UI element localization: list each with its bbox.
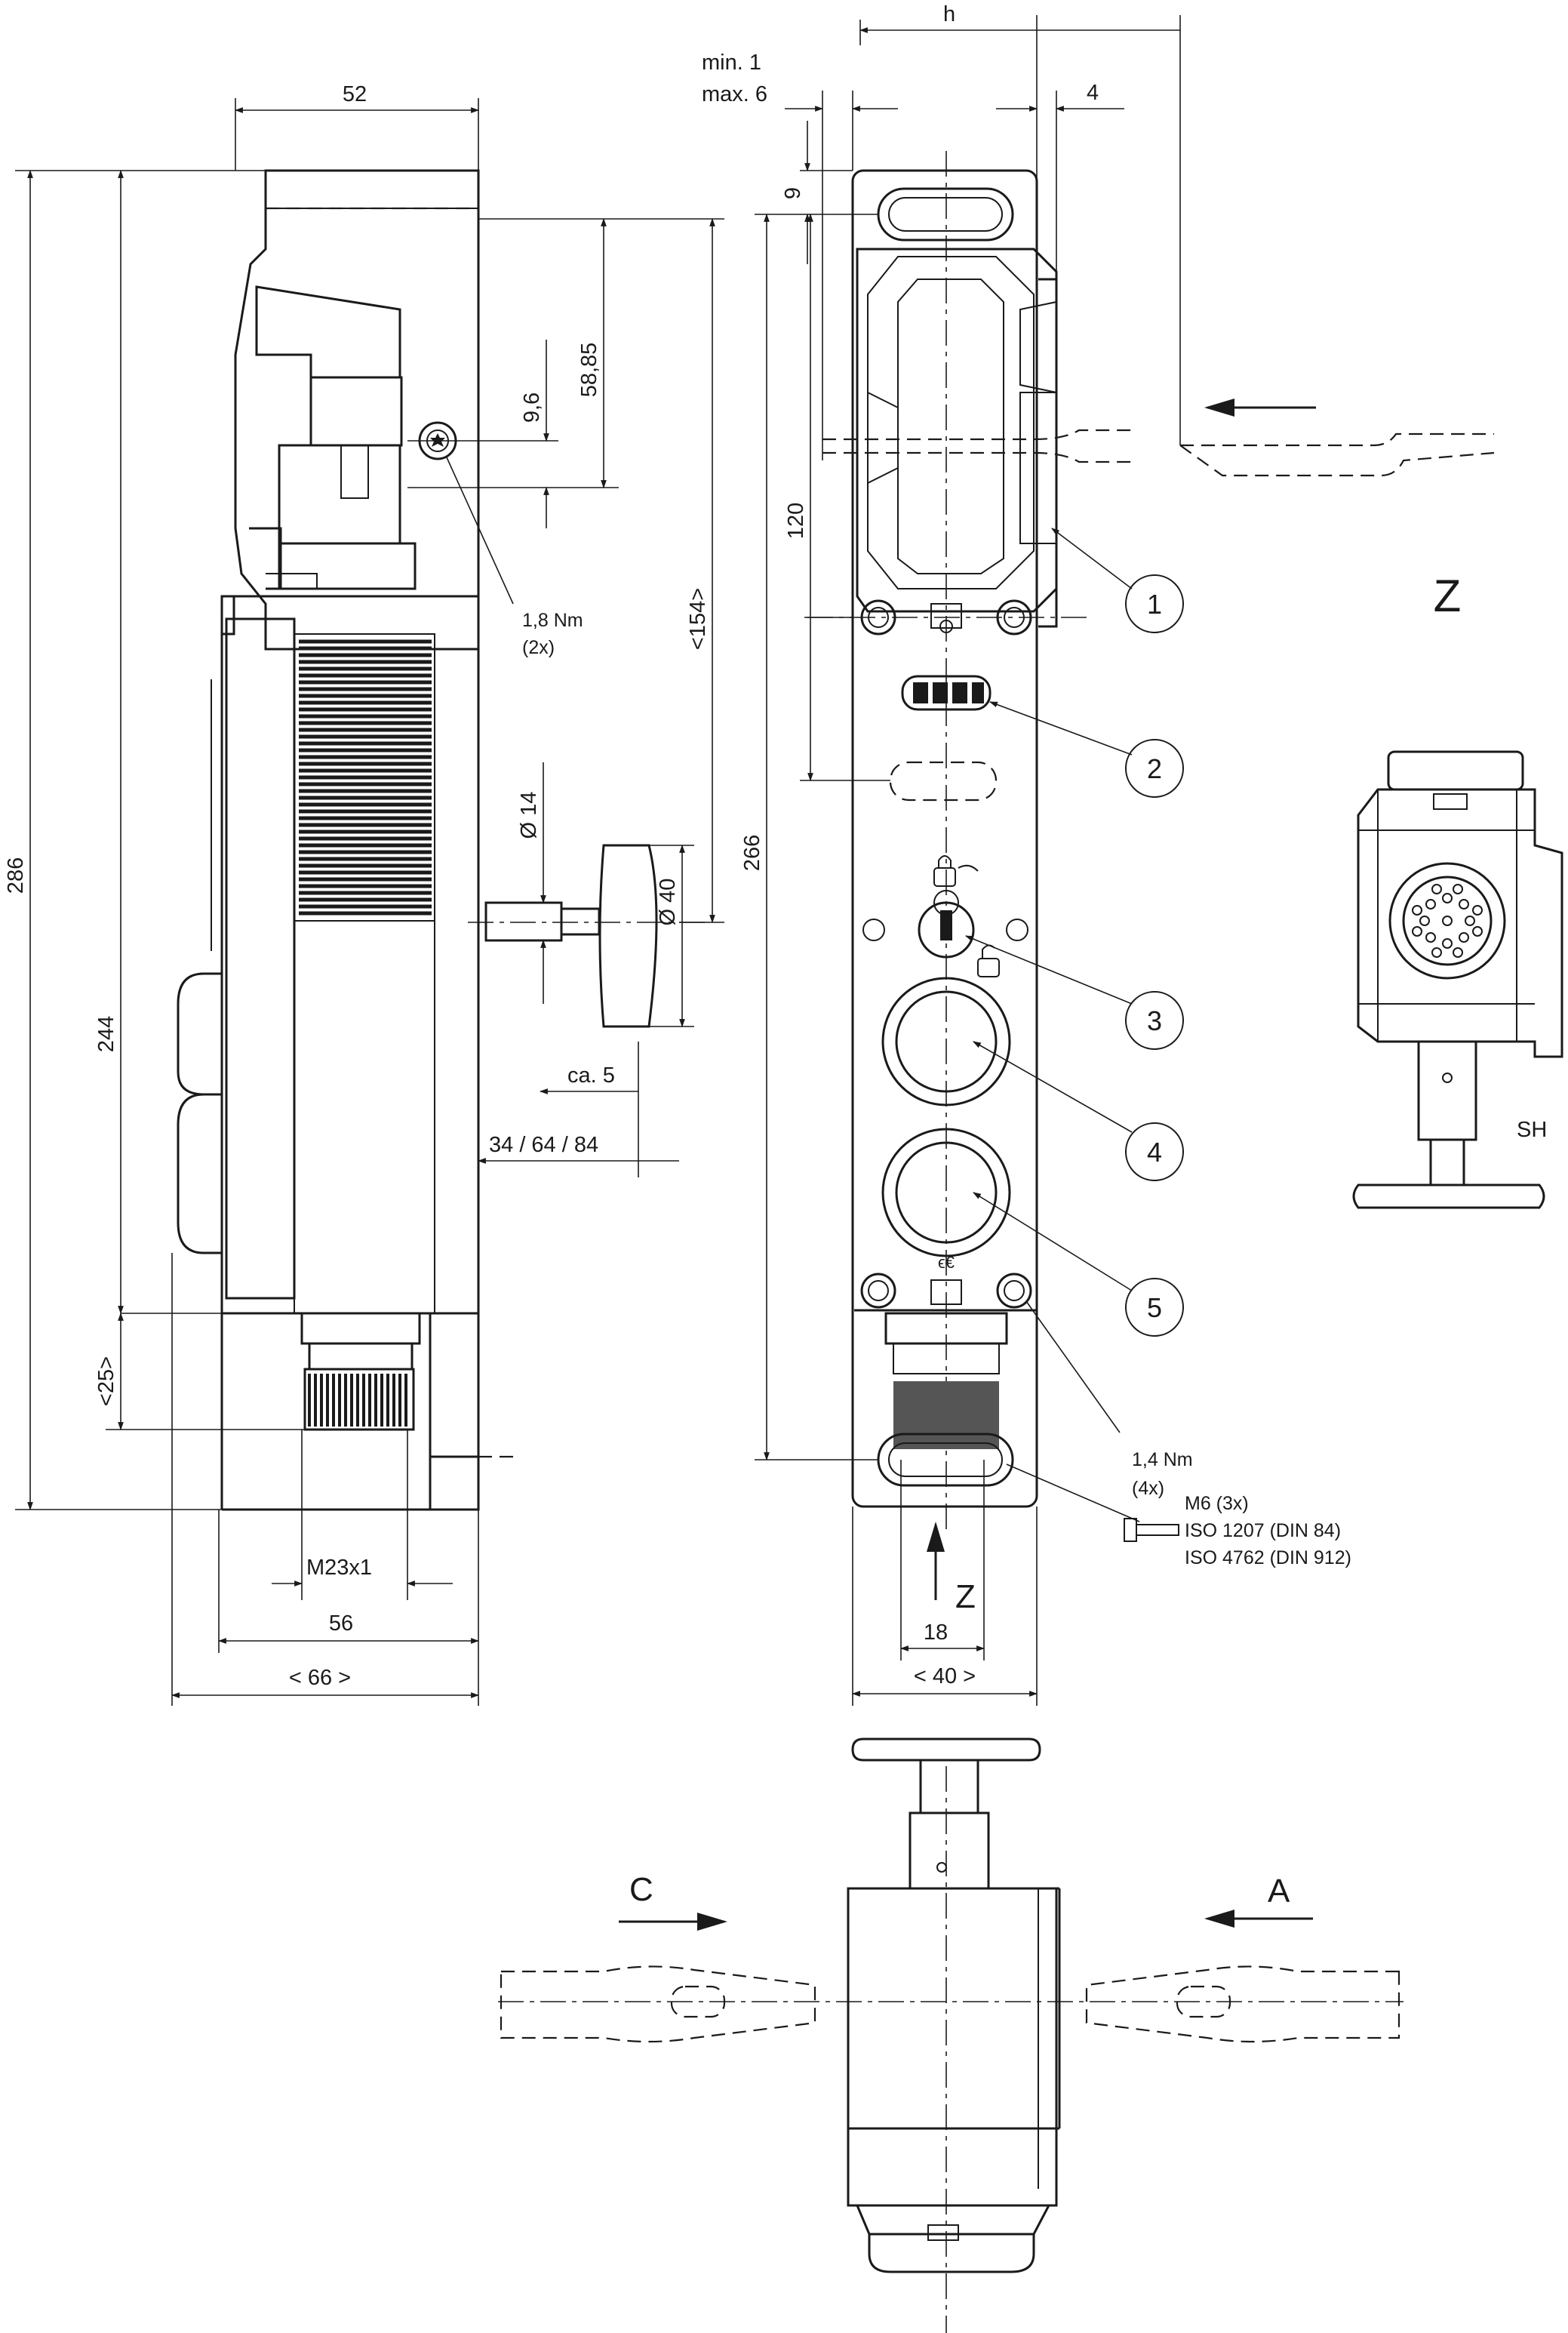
dim-40: < 40 > (914, 1664, 976, 1688)
lock-closed-icon (933, 855, 956, 887)
dim-18: 18 (924, 1620, 948, 1645)
callout-1: 1 (1147, 589, 1162, 620)
thread-m23x1: M23x1 (306, 1556, 372, 1580)
connector-pin (1431, 947, 1442, 958)
gland-thread (308, 1374, 407, 1427)
view-z: Z SH (1352, 571, 1563, 1209)
connector-pin (1431, 884, 1442, 894)
arrow-c-label: C (629, 1871, 653, 1908)
connector-pin (1425, 932, 1436, 943)
dim-266: 266 (740, 835, 764, 871)
torque-top-label: 1,8 Nm (522, 610, 583, 631)
dim-66: < 66 > (289, 1666, 351, 1690)
side-view (177, 169, 709, 1511)
ce-mark-icon: ϵ€ (938, 1253, 955, 1272)
torx-screw-icon (996, 599, 1032, 636)
screw-iso-4762: ISO 4762 (DIN 912) (1185, 1547, 1351, 1568)
connector-pin (1453, 884, 1463, 894)
dim-4: 4 (1087, 81, 1099, 105)
torque-top-qty: (2x) (522, 637, 555, 658)
top-view: C A (498, 1737, 1404, 2333)
dim-52: 52 (343, 82, 367, 106)
dim-56: 56 (329, 1611, 353, 1636)
ribbed-area (299, 639, 432, 916)
connector-pin (1419, 916, 1430, 926)
dia-14: Ø 14 (517, 792, 541, 839)
screw-size: M6 (3x) (1185, 1493, 1249, 1514)
torx-screw-icon (860, 1273, 896, 1309)
dim-34-64-84: 34 / 64 / 84 (489, 1133, 598, 1157)
sh-label: SH (1517, 1118, 1547, 1142)
connector-pin (1442, 893, 1453, 903)
dim-h: h (943, 2, 955, 26)
torque-bottom-label: 1,4 Nm (1132, 1449, 1193, 1470)
dim-min-1: min. 1 (702, 51, 761, 75)
z-arrow-label: Z (955, 1578, 976, 1615)
torx-screw-icon (996, 1273, 1032, 1309)
dia-40: Ø 40 (656, 879, 680, 926)
connector-pin (1472, 926, 1483, 937)
dim-25: <25> (94, 1356, 118, 1406)
screw-iso-1207: ISO 1207 (DIN 84) (1185, 1520, 1341, 1541)
connector-pin (1453, 947, 1463, 958)
connector-pin (1412, 905, 1422, 916)
dim-244: 244 (94, 1016, 118, 1052)
connector-pin (1472, 905, 1483, 916)
dim-154: <154> (686, 588, 710, 650)
front-view: ϵ€ (807, 151, 1132, 1532)
connector-pin (1459, 932, 1469, 943)
connector-pin (1442, 916, 1453, 926)
actuator-dashed (1179, 399, 1495, 477)
screw-icon (1124, 1518, 1179, 1542)
connector-pin (1465, 916, 1475, 926)
torx-screw-icon (860, 599, 896, 636)
dim-max-6: max. 6 (702, 82, 767, 106)
dim-120: 120 (784, 503, 808, 539)
callouts: 1 2 3 4 5 (964, 528, 1184, 1337)
dim-58-85: 58,85 (577, 343, 601, 398)
ca-5: ca. 5 (567, 1063, 615, 1088)
view-z-title: Z (1434, 571, 1462, 621)
torque-bottom-qty: (4x) (1132, 1478, 1164, 1499)
callout-5: 5 (1147, 1292, 1162, 1323)
dim-9: 9 (781, 187, 805, 199)
connector-pin (1459, 899, 1469, 910)
callout-2: 2 (1147, 753, 1162, 784)
dim-9-6: 9,6 (520, 392, 544, 423)
connector-pin (1442, 938, 1453, 949)
connector-pin (1425, 899, 1436, 910)
callout-3: 3 (1147, 1005, 1162, 1036)
side-dimensions: 52 286 244 <25> 9,6 58,85 <154> 1,8 Nm (… (4, 82, 724, 1706)
connector-pin (1412, 926, 1422, 937)
lock-open-icon (977, 944, 1000, 977)
dim-286: 286 (4, 857, 28, 894)
connector-pins (1412, 884, 1483, 958)
front-dimensions: h min. 1 max. 6 4 9 120 266 1,4 Nm (4x) (702, 2, 1351, 1706)
callout-4: 4 (1147, 1137, 1162, 1168)
arrow-a-label: A (1268, 1873, 1290, 1910)
